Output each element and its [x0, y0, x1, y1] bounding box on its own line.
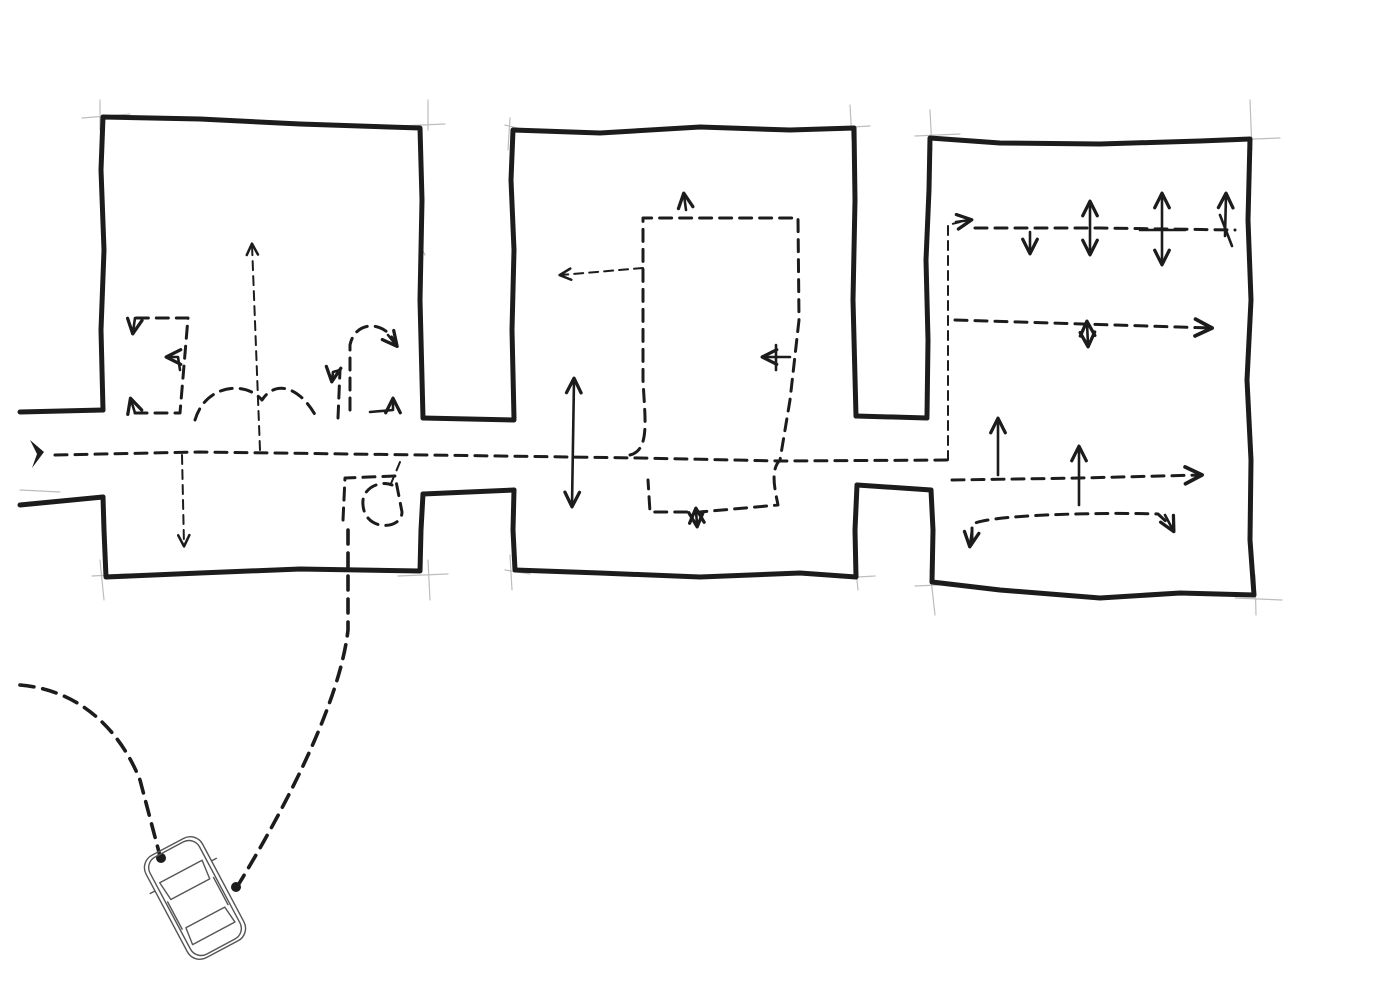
- car-icon: [143, 835, 247, 961]
- entry-arrow-icon: [30, 440, 44, 468]
- room-1-walls: [98, 114, 426, 580]
- car-departure-path: [18, 683, 162, 858]
- corridor-walls: [17, 407, 934, 508]
- room-1-movements: [125, 242, 402, 548]
- drop-off-zone: [341, 461, 404, 527]
- main-circulation-path: [53, 450, 950, 463]
- construction-guides: [19, 99, 1283, 616]
- room-3-movements: [947, 191, 1237, 549]
- room-3-walls: [923, 135, 1257, 601]
- car-approach-path: [235, 528, 350, 889]
- room-2-walls: [508, 124, 860, 580]
- room-2-movements: [558, 191, 801, 529]
